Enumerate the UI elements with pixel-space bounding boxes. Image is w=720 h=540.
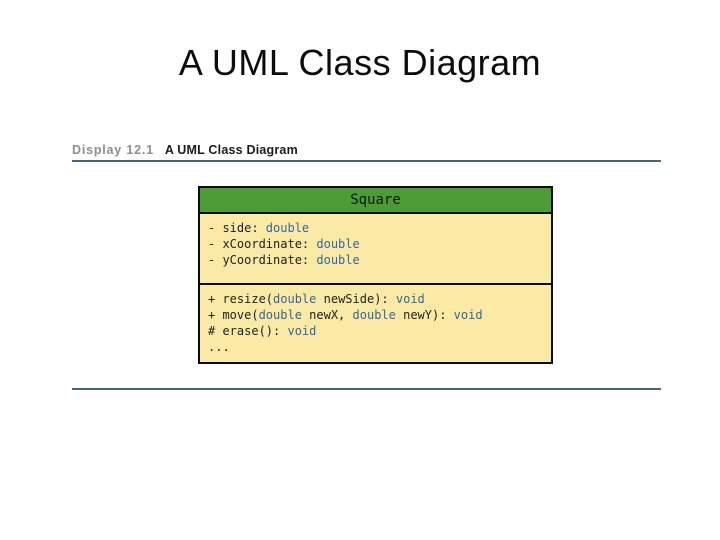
code-token: + resize( <box>208 292 274 306</box>
code-line: - yCoordinate: double <box>208 252 545 268</box>
code-token: double <box>258 308 302 322</box>
code-line: - xCoordinate: double <box>208 236 545 252</box>
code-token: - side: <box>208 221 266 235</box>
code-token: void <box>453 308 483 322</box>
uml-class-box: Square - side: double- xCoordinate: doub… <box>198 186 553 364</box>
code-token: newX, <box>301 308 353 322</box>
bottom-rule <box>72 388 661 390</box>
code-token: ... <box>208 340 230 354</box>
code-token: double <box>352 308 396 322</box>
code-line: + resize(double newSide): void <box>208 291 545 307</box>
top-rule <box>72 160 661 162</box>
code-token: newSide): <box>316 292 396 306</box>
code-token: double <box>316 253 360 267</box>
code-token: double <box>316 237 360 251</box>
figure-caption: A UML Class Diagram <box>164 143 298 157</box>
slide-title: A UML Class Diagram <box>178 42 542 83</box>
code-line: - side: double <box>208 220 545 236</box>
code-token: void <box>287 324 317 338</box>
code-token: + move( <box>208 308 259 322</box>
code-line: # erase(): void <box>208 323 545 339</box>
code-token: double <box>265 221 310 235</box>
figure-label-row: Display 12.1 A UML Class Diagram <box>72 143 298 157</box>
code-token: # erase(): <box>208 324 288 338</box>
code-token: double <box>273 292 317 306</box>
uml-attributes-section: - side: double- xCoordinate: double- yCo… <box>200 212 551 283</box>
code-token: - xCoordinate: <box>208 237 317 251</box>
code-token: newY): <box>395 308 454 322</box>
code-token: - yCoordinate: <box>208 253 317 267</box>
figure-number: Display 12.1 <box>72 143 154 157</box>
code-token: void <box>395 292 425 306</box>
uml-class-name: Square <box>200 188 551 212</box>
code-line: + move(double newX, double newY): void <box>208 307 545 323</box>
uml-methods-section: + resize(double newSide): void+ move(dou… <box>200 283 551 362</box>
code-line: ... <box>208 339 545 355</box>
